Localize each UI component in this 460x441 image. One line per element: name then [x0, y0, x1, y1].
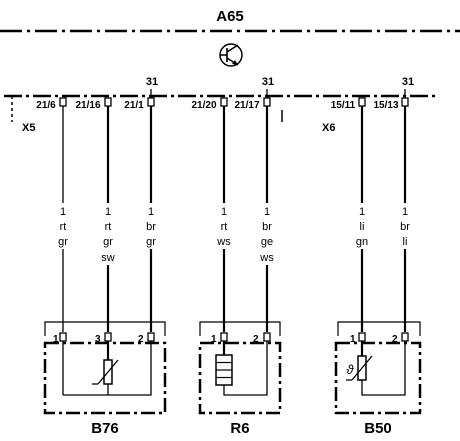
- component-label-b76: B76: [91, 420, 119, 437]
- pin-label: 2: [138, 334, 144, 345]
- svg-text:li: li: [360, 221, 365, 233]
- svg-text:br: br: [146, 221, 156, 233]
- component-r6: 1 2: [198, 321, 282, 415]
- wire-label: 1 br li: [400, 206, 410, 248]
- svg-text:sw: sw: [101, 252, 115, 264]
- wire-label: 1 li gn: [356, 206, 368, 248]
- svg-text:1: 1: [359, 206, 365, 218]
- component-b76: 1 3 2: [43, 321, 167, 415]
- svg-text:ws: ws: [259, 252, 274, 264]
- svg-text:1: 1: [402, 206, 408, 218]
- transistor-icon: [219, 43, 243, 67]
- svg-text:rt: rt: [105, 221, 112, 233]
- svg-text:ge: ge: [261, 236, 273, 248]
- component-b50: 1 2 ϑ: [334, 321, 422, 415]
- ground-label: 31: [146, 76, 158, 88]
- module-title: A65: [216, 8, 244, 25]
- wire-label: 1 br ge ws: [259, 206, 274, 264]
- component-label-b50: B50: [364, 420, 392, 437]
- pin-label: 1: [211, 334, 217, 345]
- svg-text:gr: gr: [146, 236, 156, 248]
- connector-ground-pins: [150, 89, 406, 98]
- svg-text:rt: rt: [60, 221, 67, 233]
- wire-label: 1 rt ws: [216, 206, 231, 248]
- svg-text:li: li: [403, 236, 408, 248]
- connector-label-x6: X6: [322, 122, 335, 134]
- wire-label: 1 rt gr sw: [101, 206, 115, 264]
- pin-label: 2: [253, 334, 259, 345]
- pin-label: 21/17: [234, 100, 259, 111]
- component-label-r6: R6: [230, 420, 249, 437]
- svg-text:gr: gr: [103, 236, 113, 248]
- ground-label: 31: [402, 76, 414, 88]
- temperature-symbol: ϑ: [346, 362, 354, 377]
- svg-text:1: 1: [105, 206, 111, 218]
- connector-sockets-top: [59, 97, 409, 107]
- wire-label: 1 br gr: [146, 206, 156, 248]
- svg-text:1: 1: [221, 206, 227, 218]
- pin-label: 21/1: [124, 100, 144, 111]
- pin-label: 21/6: [36, 100, 56, 111]
- pin-label: 1: [53, 334, 59, 345]
- pin-label: 21/20: [191, 100, 216, 111]
- svg-text:gn: gn: [356, 236, 368, 248]
- wire-label: 1 rt gr: [58, 206, 68, 248]
- svg-text:1: 1: [60, 206, 66, 218]
- pin-label: 15/13: [373, 100, 398, 111]
- wire-label-backgrounds: [55, 203, 413, 265]
- pin-label: 1: [350, 334, 356, 345]
- connector-label-x5: X5: [22, 122, 35, 134]
- svg-text:br: br: [400, 221, 410, 233]
- svg-text:1: 1: [264, 206, 270, 218]
- pin-label: 15/11: [331, 100, 356, 111]
- pin-label: 21/16: [75, 100, 100, 111]
- ground-label: 31: [262, 76, 274, 88]
- svg-text:1: 1: [148, 206, 154, 218]
- svg-text:rt: rt: [221, 221, 228, 233]
- pin-label: 2: [392, 334, 398, 345]
- svg-text:gr: gr: [58, 236, 68, 248]
- svg-text:br: br: [262, 221, 272, 233]
- svg-text:ws: ws: [216, 236, 231, 248]
- pin-label: 3: [95, 334, 101, 345]
